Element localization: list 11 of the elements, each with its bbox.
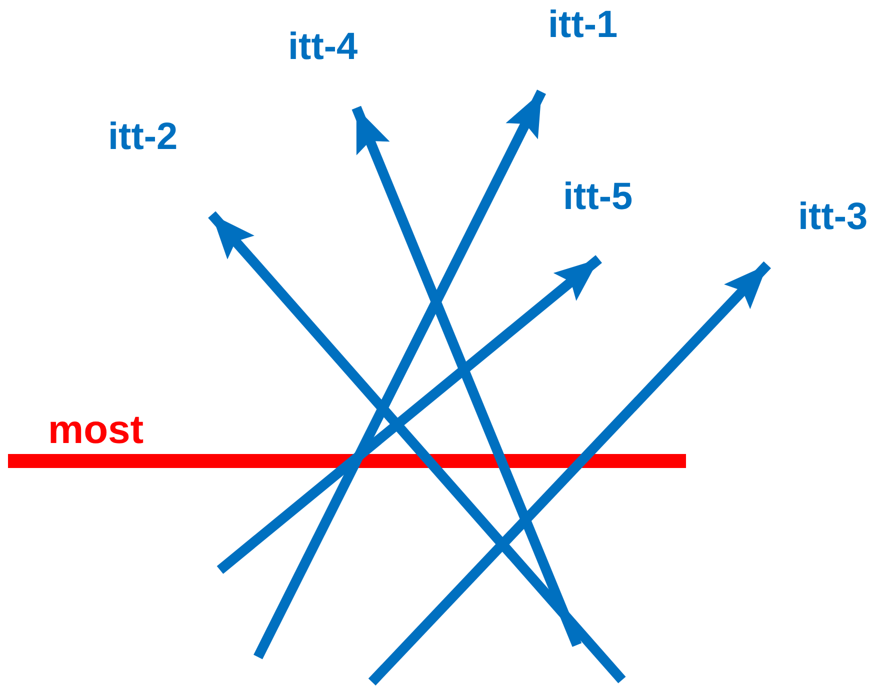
arrow	[352, 106, 582, 647]
arrow-label: itt-2	[108, 118, 178, 156]
arrow-label: itt-5	[563, 178, 633, 216]
arrow-label: itt-1	[548, 6, 618, 44]
arrow-label: itt-4	[288, 28, 358, 66]
arrow	[216, 255, 602, 574]
arrow	[254, 90, 546, 660]
arrow	[208, 211, 626, 684]
arrow-label: itt-3	[798, 198, 868, 236]
arrow	[368, 261, 771, 686]
line-label: most	[48, 410, 144, 450]
